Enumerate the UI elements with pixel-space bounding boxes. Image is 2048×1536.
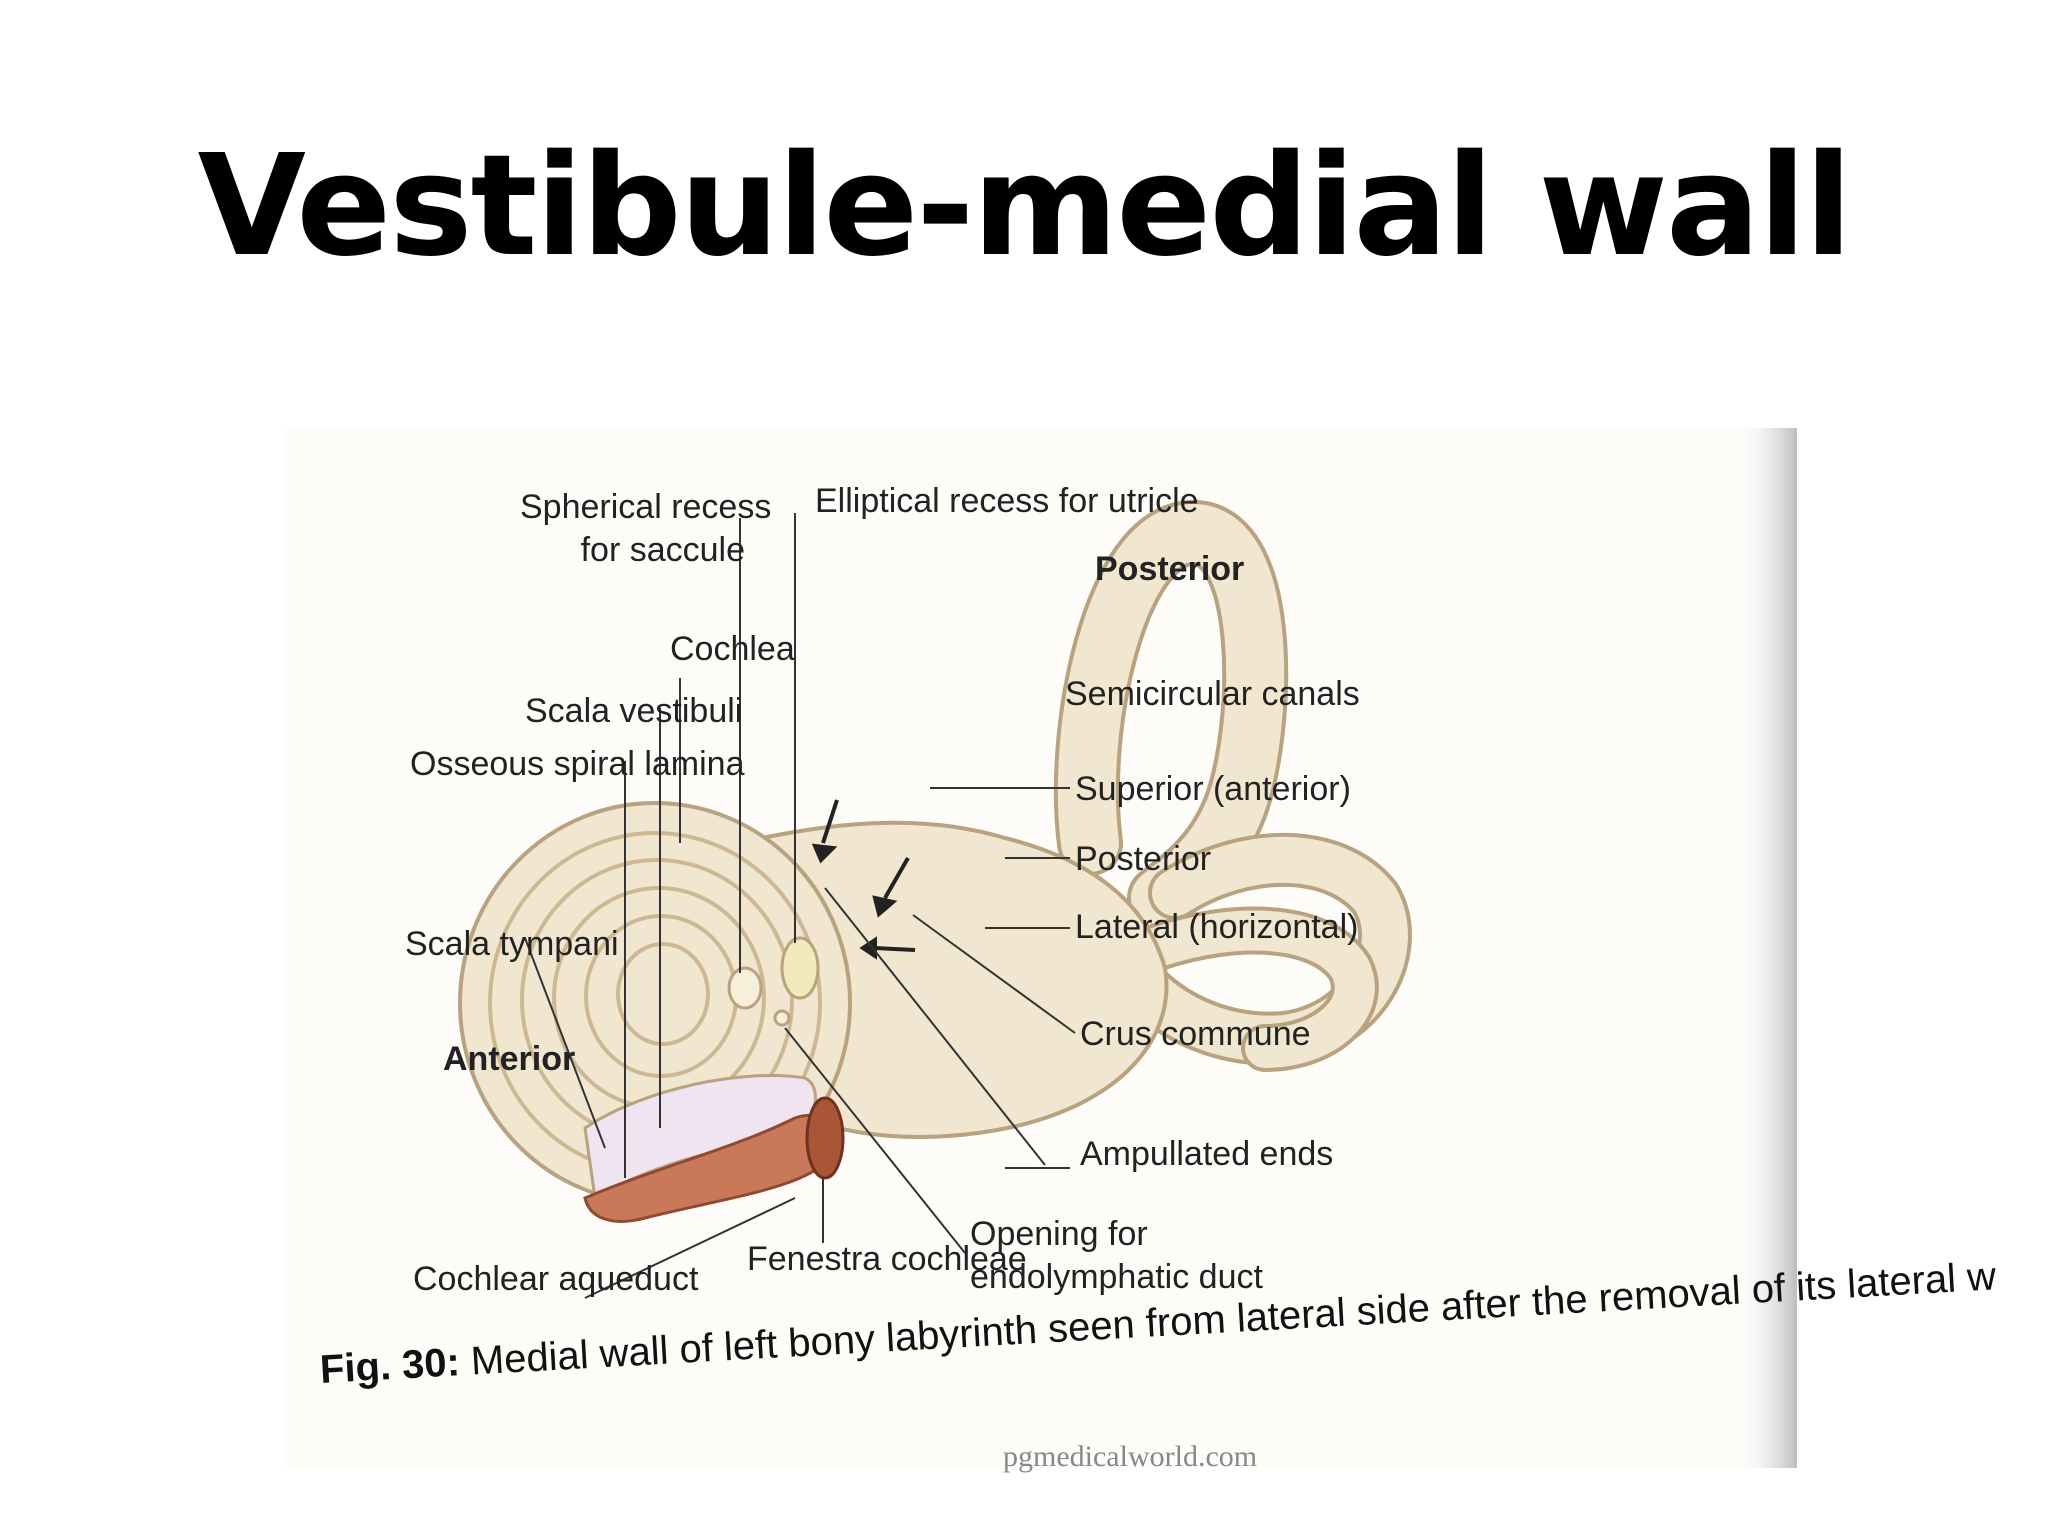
cochlea-label: Cochlea <box>670 630 795 668</box>
scala-tympani-label: Scala tympani <box>405 925 619 963</box>
semicircular-canals-label: Semicircular canals <box>1065 675 1360 713</box>
opening-line-1: Opening for <box>970 1215 1148 1253</box>
opening-endolymphatic-label: Opening for endolymphatic duct <box>970 1213 1263 1298</box>
crus-commune-label: Crus commune <box>1080 1015 1311 1053</box>
fenestra-cochleae-label: Fenestra cochleae <box>747 1240 1027 1278</box>
cochlear-aqueduct-label: Cochlear aqueduct <box>413 1260 699 1298</box>
watermark: pgmedicalworld.com <box>1003 1440 1258 1473</box>
scala-vestibuli-label: Scala vestibuli <box>525 692 743 730</box>
ampullated-ends-label: Ampullated ends <box>1080 1135 1334 1173</box>
superior-canal-label: Superior (anterior) <box>1075 770 1351 808</box>
elliptical-recess <box>780 936 820 1000</box>
spherical-recess-line-1: Spherical recess <box>520 488 772 526</box>
labyrinth-figure: Spherical recess for saccule Elliptical … <box>285 428 1997 1473</box>
opening-line-2: endolymphatic duct <box>970 1257 1263 1296</box>
posterior-direction-label: Posterior <box>1095 550 1245 588</box>
osseous-spiral-lamina-label: Osseous spiral lamina <box>410 745 745 783</box>
lateral-canal <box>1131 906 1379 1072</box>
caption-prefix: Fig. 30: <box>318 1340 462 1392</box>
elliptical-recess-label: Elliptical recess for utricle <box>815 482 1199 520</box>
spherical-recess-label: Spherical recess for saccule <box>520 486 772 571</box>
posterior-canal <box>1118 832 1412 1066</box>
anterior-direction-label: Anterior <box>443 1040 576 1078</box>
lateral-canal-label: Lateral (horizontal) <box>1075 908 1359 946</box>
bony-labyrinth-drawing <box>458 428 1797 1468</box>
spherical-recess <box>727 966 763 1010</box>
spherical-recess-line-2: for saccule <box>580 530 745 569</box>
slide-title: Vestibule-medial wall <box>197 125 1853 288</box>
posterior-canal-label: Posterior <box>1075 840 1212 878</box>
superior-canal <box>1053 500 1289 931</box>
